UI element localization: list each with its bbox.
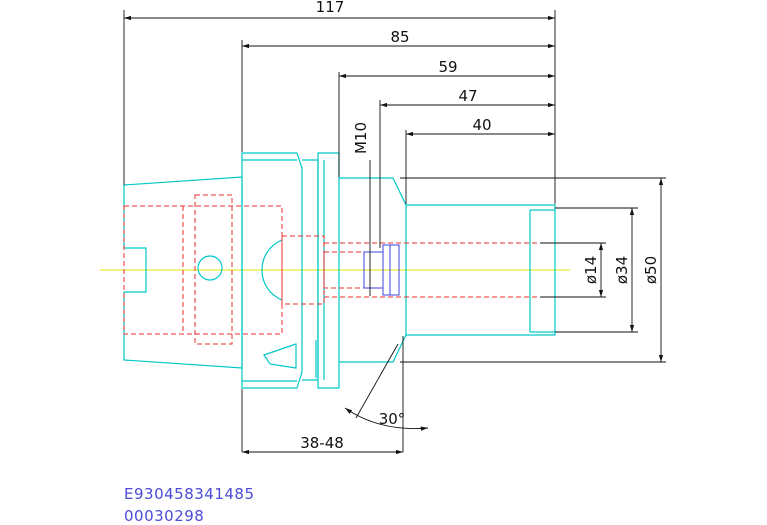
dim-38-48-label: 38-48 [300, 434, 344, 452]
dimension-lines [123, 10, 666, 455]
dim-85-label: 85 [390, 28, 409, 46]
order-number: 00030298 [124, 507, 205, 525]
thread-m10-label: M10 [352, 122, 370, 154]
dia-50-label: ø50 [642, 256, 660, 284]
dia-34-label: ø34 [613, 256, 631, 284]
dim-117-label: 117 [316, 0, 345, 16]
screw [363, 244, 400, 296]
dia-14-label: ø14 [582, 256, 600, 284]
part-number: E930458341485 [124, 485, 255, 503]
angle-30-label: 30° [379, 410, 406, 428]
holder-outline [123, 152, 556, 389]
dim-40-label: 40 [472, 116, 491, 134]
dim-47-label: 47 [458, 87, 477, 105]
dim-59-label: 59 [438, 58, 457, 76]
